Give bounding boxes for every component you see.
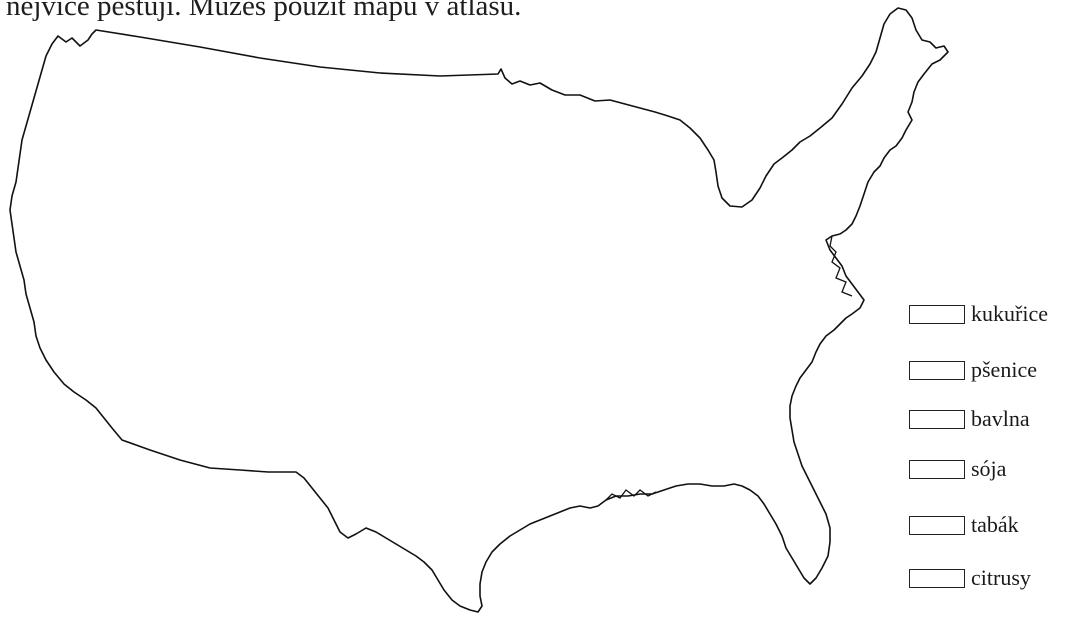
- usa-coastline-outline: [9, 7, 949, 613]
- legend-label: kukuřice: [971, 301, 1048, 326]
- legend-item-kukurice: kukuřice: [909, 302, 1048, 326]
- legend-box[interactable]: [909, 360, 965, 380]
- instruction-text: nejvíce pěstují. Můžeš použít mapu v atl…: [6, 0, 522, 22]
- legend-item-bavlna: bavlna: [909, 407, 1030, 431]
- legend-box[interactable]: [909, 515, 965, 535]
- legend-label: bavlna: [971, 406, 1030, 431]
- legend-box[interactable]: [909, 304, 965, 324]
- legend-item-tabak: tabák: [909, 513, 1019, 537]
- legend-label: sója: [971, 456, 1007, 481]
- legend-item-psenice: pšenice: [909, 358, 1037, 382]
- legend-label: pšenice: [971, 357, 1037, 382]
- legend-item-soja: sója: [909, 457, 1006, 481]
- louisiana-coast-detail: [605, 489, 657, 501]
- legend-box[interactable]: [909, 459, 965, 479]
- legend-box[interactable]: [909, 409, 965, 429]
- chesapeake-bay-detail: [829, 235, 853, 297]
- legend-box[interactable]: [909, 568, 965, 588]
- legend-item-citrusy: citrusy: [909, 566, 1031, 590]
- legend-label: citrusy: [971, 565, 1031, 590]
- legend-label: tabák: [971, 512, 1019, 537]
